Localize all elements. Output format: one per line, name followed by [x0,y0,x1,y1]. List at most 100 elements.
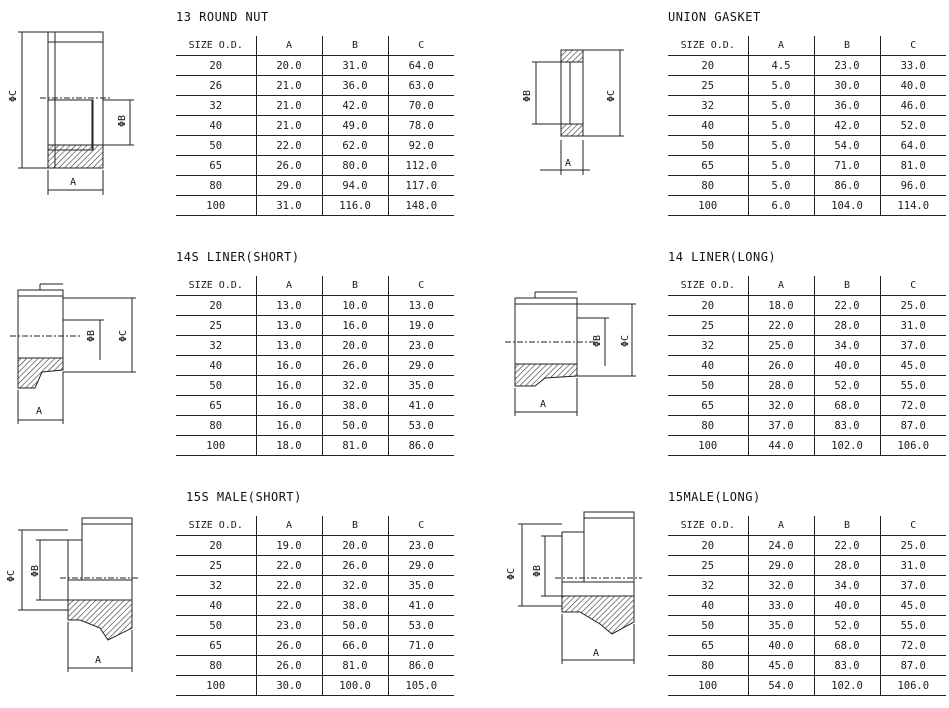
table-cell: 40.0 [879,75,946,96]
table-cell: 66.0 [321,635,388,656]
table-cell: 20 [668,55,748,76]
table-cell: 50 [176,135,256,156]
male-long-label-c: ΦC [506,568,517,580]
table-cell: 33.0 [747,595,814,616]
table-cell: 52.0 [879,115,946,136]
table-cell: 22.0 [813,295,880,316]
table-cell: 5.0 [747,95,814,116]
table-cell: 5.0 [747,75,814,96]
column-header: B [321,36,388,56]
table-cell: 112.0 [387,155,454,176]
liner-short-label-a: A [36,406,42,417]
table-cell: 148.0 [387,195,454,216]
table-cell: 20 [176,55,256,76]
table-cell: 40 [176,115,256,136]
table-cell: 38.0 [321,395,388,416]
table-cell: 25.0 [879,295,946,316]
table-cell: 71.0 [813,155,880,176]
male-long-drawing [518,511,642,664]
table-cell: 31.0 [879,555,946,576]
table-cell: 40 [668,355,748,376]
table-cell: 38.0 [321,595,388,616]
table-cell: 80 [176,415,256,436]
union-gasket-title: UNION GASKET [668,10,761,24]
union-gasket-label-b: ΦB [522,90,533,102]
table-cell: 50 [668,615,748,636]
table-cell: 78.0 [387,115,454,136]
column-header: B [321,276,388,296]
table-cell: 25 [176,555,256,576]
table-cell: 65 [668,635,748,656]
table-cell: 81.0 [321,655,388,676]
union-gasket-label-c: ΦC [606,90,617,102]
table-cell: 45.0 [747,655,814,676]
table-cell: 42.0 [321,95,388,116]
table-cell: 40.0 [813,355,880,376]
column-header: C [387,36,454,56]
table-cell: 44.0 [747,435,814,456]
table-cell: 41.0 [387,595,454,616]
table-cell: 28.0 [747,375,814,396]
table-cell: 62.0 [321,135,388,156]
table-cell: 37.0 [747,415,814,436]
table-cell: 54.0 [747,675,814,696]
round-nut-label-b: ΦB [117,115,128,127]
table-cell: 87.0 [879,655,946,676]
table-cell: 23.0 [255,615,322,636]
table-cell: 100 [176,435,256,456]
table-cell: 32.0 [321,375,388,396]
liner-long-label-c: ΦC [620,335,631,347]
table-cell: 19.0 [387,315,454,336]
male-short-title: 15S MALE(SHORT) [186,490,302,504]
table-cell: 34.0 [813,575,880,596]
table-cell: 50 [668,375,748,396]
table-cell: 100 [176,675,256,696]
column-header: SIZE O.D. [176,516,256,536]
table-cell: 65 [176,635,256,656]
table-cell: 32 [176,335,256,356]
table-cell: 25 [668,315,748,336]
table-cell: 64.0 [387,55,454,76]
column-header: SIZE O.D. [176,276,256,296]
liner-long-label-a: A [540,399,546,410]
table-cell: 80 [668,655,748,676]
table-cell: 26.0 [255,155,322,176]
table-cell: 64.0 [879,135,946,156]
table-cell: 49.0 [321,115,388,136]
table-cell: 40.0 [813,595,880,616]
table-cell: 37.0 [879,335,946,356]
table-cell: 29.0 [255,175,322,196]
table-cell: 35.0 [387,575,454,596]
table-cell: 32.0 [321,575,388,596]
round-nut-label-c: ΦC [8,90,19,102]
column-header: A [747,516,814,536]
union-gasket-drawing [532,49,624,175]
table-cell: 37.0 [879,575,946,596]
table-cell: 117.0 [387,175,454,196]
column-header: C [879,36,946,56]
table-cell: 53.0 [387,415,454,436]
table-cell: 96.0 [879,175,946,196]
table-cell: 116.0 [321,195,388,216]
table-cell: 40.0 [747,635,814,656]
table-cell: 22.0 [255,555,322,576]
table-cell: 16.0 [321,315,388,336]
table-cell: 68.0 [813,395,880,416]
male-short-label-b: ΦB [30,565,41,577]
table-cell: 65 [176,395,256,416]
table-cell: 80 [176,175,256,196]
table-cell: 22.0 [255,575,322,596]
